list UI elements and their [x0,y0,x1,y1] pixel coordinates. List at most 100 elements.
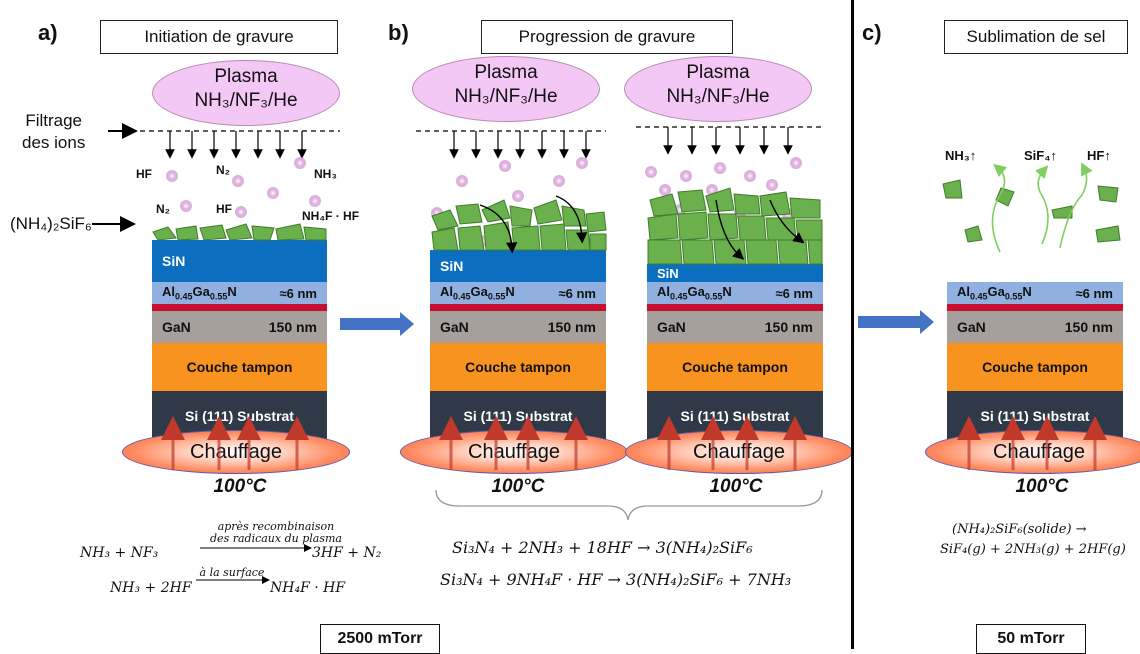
heater-label: Chauffage [190,441,282,463]
heater-label: Chauffage [993,441,1085,463]
filter-grid-a [140,130,340,159]
algan-layer: Al0.45Ga0.55N ≈6 nm [647,282,823,304]
barrier-line [647,304,823,311]
algan-thickness: ≈6 nm [1075,285,1113,301]
gas-n2: N₂ [216,163,230,177]
plasma-gas-label: NH₃/NF₃/He [454,86,558,107]
algan-thickness: ≈6 nm [775,285,813,301]
algan-layer: Al0.45Ga0.55N ≈6 nm [947,282,1123,304]
ion-filter-label: Filtrage des ions [22,110,85,154]
sin-label: SiN [657,265,679,281]
heater-label: Chauffage [468,441,560,463]
algan-layer: Al0.45Ga0.55N ≈6 nm [430,282,606,304]
gan-thickness: 150 nm [1064,319,1113,335]
buffer-layer: Couche tampon [152,343,327,391]
gas-nh4f-hf: NH₄F · HF [302,209,360,223]
salt-crystals-b1 [431,199,607,251]
equation-a2-left: NH₃ + 2HF [110,580,192,596]
heater-b1: Chauffage [400,430,628,474]
filter-grid-b2 [636,126,822,155]
gan-label: GaN [162,319,191,335]
gas-hf: HF [136,167,152,181]
panel-c-title: Sublimation de sel [944,20,1128,54]
temperature-c: 100°C [1015,476,1069,497]
panel-divider [851,0,854,649]
gas-sif4-up: SiF₄↑ [1024,148,1057,163]
substrate-label: Si (111) Substrat [185,407,294,424]
equation-b2: Si₃N₄ + 9NH₄F · HF → 3(NH₄)₂SiF₆ + 7NH₃ [440,570,792,589]
salt-label: (NH₄)₂SiF₆ [10,214,92,233]
plasma-gas-label: NH₃/NF₃/He [666,86,770,107]
pressure-a: 2500 mTorr [320,624,440,654]
equation-a1-note1: après recombinaison [217,520,335,533]
pressure-c: 50 mTorr [976,624,1086,654]
gas-hf-low: HF [216,202,232,216]
gas-nh3: NH₃ [314,167,337,181]
process-arrow-ab [340,312,414,336]
buffer-layer: Couche tampon [647,343,823,391]
algan-layer: Al0.45Ga0.55N ≈6 nm [152,282,327,304]
sin-layer: SiN [647,264,823,282]
substrate-label: Si (111) Substrat [980,407,1090,424]
temperature-a: 100°C [213,476,267,497]
equation-c2: SiF₄(g) + 2NH₃(g) + 2HF(g) [940,542,1126,557]
plasma-label: Plasma [214,66,278,87]
plasma-label: Plasma [474,62,538,83]
layer-stack-b1: SiN Al0.45Ga0.55N ≈6 nm GaN 150 nm Couche… [430,250,606,440]
sublimation-arrows-c [991,162,1093,253]
plasma-label: Plasma [686,62,750,83]
barrier-line [152,304,327,311]
algan-thickness: ≈6 nm [279,285,317,301]
plasma-gas-label: NH₃/NF₃/He [194,90,298,111]
heater-label: Chauffage [693,441,785,463]
buffer-layer: Couche tampon [430,343,606,391]
equation-a1-right: 3HF + N₂ [312,545,382,561]
plasma-cloud-b2: Plasma NH₃/NF₃/He [624,56,812,122]
gas-nh3-up: NH₃↑ [945,148,977,163]
algan-thickness: ≈6 nm [558,285,596,301]
filter-grid-b1 [416,130,606,159]
salt-crystals-a [152,223,327,241]
buffer-label: Couche tampon [186,359,293,375]
heater-a: Chauffage [122,430,350,474]
process-arrow-bc [858,310,934,334]
equation-a1-left: NH₃ + NF₃ [80,545,159,561]
algan-label: Al0.45Ga0.55N [957,284,1032,302]
reactive-particles [166,157,802,247]
gan-layer: GaN 150 nm [430,311,606,343]
algan-label: Al0.45Ga0.55N [440,284,515,302]
equation-a1-note2: des radicaux du plasma [210,532,342,545]
gas-hf-up: HF↑ [1087,148,1111,163]
heater-b2: Chauffage [625,430,853,474]
salt-crystals-b2 [647,187,823,265]
gas-n2-low: N₂ [156,202,170,216]
algan-label: Al0.45Ga0.55N [657,284,732,302]
sin-label: SiN [440,258,464,274]
sublimed-crystals-c [942,179,1121,243]
gan-label: GaN [440,319,469,335]
temperature-b1: 100°C [491,476,545,497]
equation-a2-note: à la surface [199,566,265,579]
panel-b-title: Progression de gravure [481,20,733,54]
gan-thickness: 150 nm [764,319,813,335]
buffer-label: Couche tampon [682,359,788,375]
panel-b-letter: b) [388,20,409,45]
buffer-label: Couche tampon [982,359,1088,375]
ion-filter-line1: Filtrage [25,111,82,130]
plasma-cloud-b1: Plasma NH₃/NF₃/He [412,56,600,122]
buffer-label: Couche tampon [465,359,571,375]
buffer-layer: Couche tampon [947,343,1123,391]
equation-a2-right: NH₄F · HF [270,580,346,596]
ion-filter-line2: des ions [22,133,86,152]
equation-b1: Si₃N₄ + 2NH₃ + 18HF → 3(NH₄)₂SiF₆ [452,538,753,557]
sin-layer: SiN [152,240,327,282]
barrier-line [947,304,1123,311]
gan-thickness: 150 nm [268,319,317,335]
gan-layer: GaN 150 nm [152,311,327,343]
gan-thickness: 150 nm [547,319,596,335]
substrate-label: Si (111) Substrat [463,407,573,424]
algan-label: Al0.45Ga0.55N [162,284,237,302]
